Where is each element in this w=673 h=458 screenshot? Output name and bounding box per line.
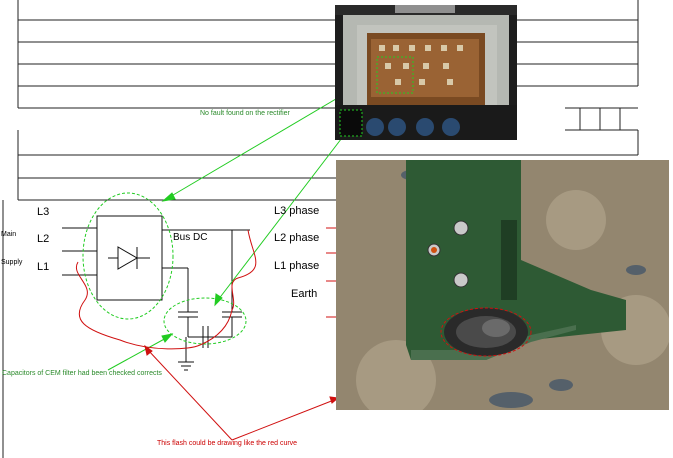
- l2-phase-label: L2 phase: [274, 232, 320, 244]
- flash-note: This flash could be drawing like the red…: [157, 440, 298, 447]
- main-label: Main: [1, 231, 17, 238]
- l3-phase-label: L3 phase: [274, 205, 320, 217]
- burned-pcb-photo: [336, 160, 669, 410]
- earth-label: Earth: [291, 288, 318, 300]
- capacitor-note-arrow: [107, 336, 169, 371]
- capacitor-arrow: [217, 129, 349, 301]
- l1-phase-label: L1 phase: [274, 260, 320, 272]
- capacitor-highlight-ellipse: [163, 297, 247, 345]
- capacitor-note: Capacitors of CEM filter had been checke…: [2, 370, 162, 377]
- red-flash-curve: [75, 229, 257, 350]
- rectifier-highlight-ellipse: [82, 192, 174, 320]
- rectifier-board-photo: [335, 5, 517, 140]
- supply-label: Supply: [1, 259, 23, 266]
- rectifier-note: No fault found on the rectifier: [200, 110, 290, 117]
- input-label-l3: L3: [37, 206, 50, 218]
- bus-dc-label: Bus DC: [173, 232, 208, 243]
- input-label-l1: L1: [37, 261, 50, 273]
- input-label-l2: L2: [37, 233, 50, 245]
- rectifier-block: [96, 215, 163, 301]
- diode-symbol: [117, 246, 138, 270]
